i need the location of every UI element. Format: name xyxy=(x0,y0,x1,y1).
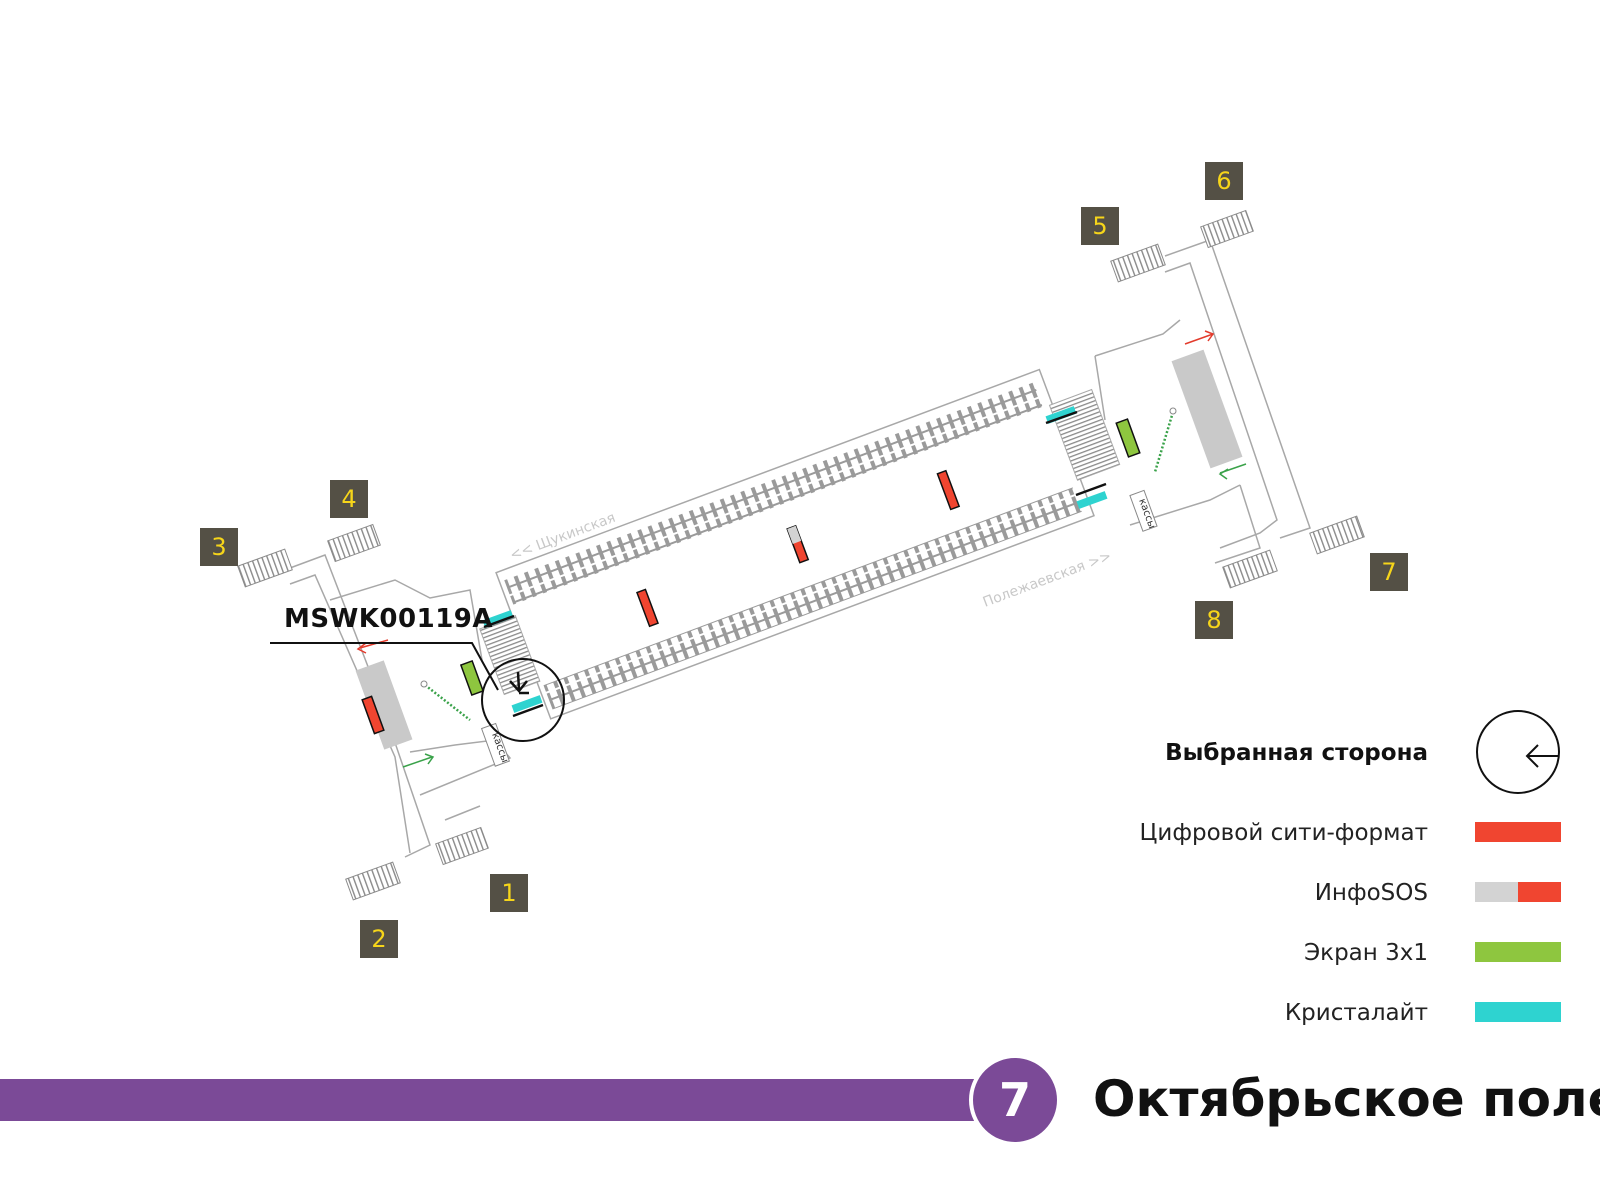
exit-8-stairs xyxy=(1222,549,1278,589)
legend-title: Выбранная сторона xyxy=(1165,740,1428,766)
exit-4-badge: 4 xyxy=(330,480,368,518)
crystalite-board xyxy=(1076,491,1108,509)
entry-arrow-green xyxy=(402,756,433,768)
exit-6-badge: 6 xyxy=(1205,162,1243,200)
legend-item-label: Цифровой сити-формат xyxy=(1139,820,1428,846)
east-vestibule xyxy=(1094,239,1311,564)
cashier-box xyxy=(1129,489,1158,532)
legend-item-infosos: ИнфоSOS xyxy=(0,874,1600,914)
crystalite-board xyxy=(511,695,543,713)
exit-8-badge: 8 xyxy=(1195,601,1233,639)
exit-5-badge: 5 xyxy=(1081,207,1119,245)
selected-side-marker xyxy=(481,658,565,742)
legend-item-city-format: Цифровой сити-формат xyxy=(0,814,1600,854)
legend-item-label: Кристалайт xyxy=(1284,1000,1428,1026)
screen-3x1 xyxy=(459,659,485,697)
legend-swatch-infosos xyxy=(1475,882,1561,902)
device-code-label: MSWK00119A xyxy=(284,604,494,634)
east-escalator xyxy=(1171,349,1243,469)
exit-arrow-red xyxy=(1184,333,1214,345)
city-format-board xyxy=(361,695,385,735)
exit-2-badge: 2 xyxy=(360,920,398,958)
exit-7-badge: 7 xyxy=(1370,553,1408,591)
exit-3-badge: 3 xyxy=(200,528,238,566)
passage-marker xyxy=(1153,411,1175,473)
infosos-grey-part xyxy=(787,525,802,544)
exit-5-stairs xyxy=(1110,243,1166,283)
upper-track xyxy=(504,382,1043,605)
station-name: Октябрьское поле xyxy=(1093,1070,1600,1128)
exit-4-stairs xyxy=(327,523,381,563)
legend-swatch-red xyxy=(1475,822,1561,842)
legend-swatch-green xyxy=(1475,942,1561,962)
line-number-badge: 7 xyxy=(969,1054,1061,1146)
exit-7-stairs xyxy=(1309,515,1365,555)
legend-swatch-cyan xyxy=(1475,1002,1561,1022)
screen-3x1 xyxy=(1115,418,1141,458)
direction-lower-label: Полежаевская >> xyxy=(981,548,1114,611)
exit-6-stairs xyxy=(1200,209,1254,249)
exit-1-badge: 1 xyxy=(490,874,528,912)
legend-item-crystalite: Кристалайт xyxy=(0,994,1600,1034)
legend-item-label: ИнфоSOS xyxy=(1314,880,1428,906)
legend-title-row: Выбранная сторона xyxy=(0,734,1600,774)
exit-2-stairs xyxy=(345,861,401,901)
legend-selected-side-icon xyxy=(1476,710,1560,794)
exit-3-stairs xyxy=(237,548,293,588)
cashier-box xyxy=(480,722,510,767)
platform xyxy=(479,368,1121,720)
device-callout-line xyxy=(270,642,499,691)
passage-marker xyxy=(424,684,471,721)
city-format-board xyxy=(636,588,659,628)
metro-line-bar xyxy=(0,1079,980,1121)
legend-item-label: Экран 3x1 xyxy=(1304,940,1428,966)
legend-item-screen: Экран 3x1 xyxy=(0,934,1600,974)
west-escalator xyxy=(355,660,413,750)
exit-1-stairs xyxy=(435,826,489,866)
selected-side-arrow xyxy=(516,671,521,691)
lower-track xyxy=(543,487,1082,710)
city-format-board xyxy=(936,469,961,511)
